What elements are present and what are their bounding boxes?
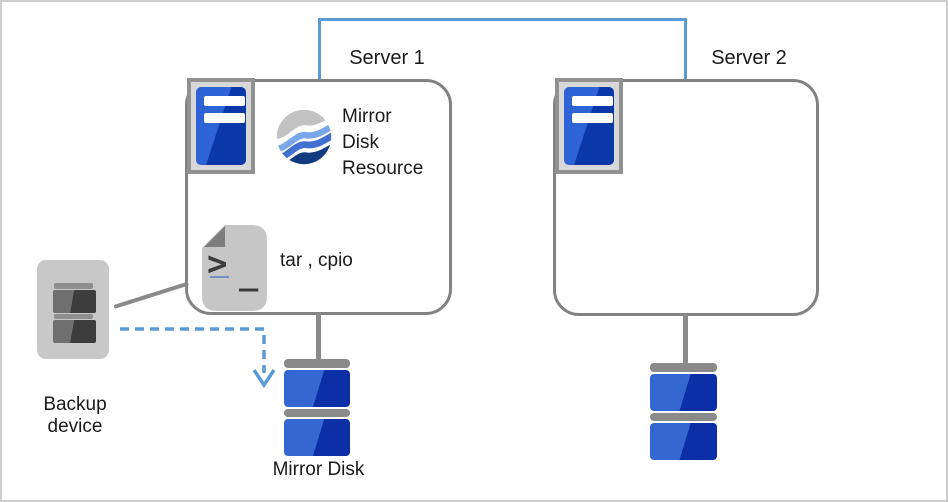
server-drive-bay [204, 96, 245, 106]
server-drive-bay [572, 96, 613, 106]
server2-title: Server 2 [711, 47, 787, 69]
disk-platter [650, 374, 717, 411]
cursor-glyph: _ [239, 254, 259, 292]
disk-cap [284, 409, 350, 417]
disk-platter [650, 423, 717, 460]
disk-cap [650, 363, 717, 372]
backup-to-disk-dashed-arrow [120, 327, 276, 389]
mdr-line2: Disk [342, 132, 379, 153]
mdr-line3: Resource [342, 158, 424, 179]
mirror-disk-label: Mirror Disk [272, 459, 365, 480]
server-tower-body [196, 87, 246, 165]
backup-device-icon [37, 260, 109, 359]
server-tower-body [564, 87, 614, 165]
tar-cpio-label: tar , cpio [280, 250, 353, 271]
server-interconnect-line [318, 18, 687, 79]
server1-title: Server 1 [349, 47, 425, 69]
backup-to-server-line [113, 281, 189, 309]
server2-tower-icon [555, 78, 623, 174]
backup-label-line2: device [47, 416, 103, 437]
mirror-disk1-icon [284, 359, 350, 456]
server-drive-bay [204, 113, 245, 123]
disk-cap [650, 413, 717, 421]
tape-slot [54, 283, 93, 289]
shell-script-icon: > _ [202, 225, 267, 311]
server1-tower-icon [187, 78, 255, 174]
backup-label-line1: Backup [43, 394, 107, 415]
mdr-line1: Mirror [342, 106, 392, 127]
mirror-disk-resource-icon [276, 109, 332, 165]
mirror-disk2-icon [650, 363, 717, 460]
backup-device-label: Backup device [16, 394, 134, 438]
tape-cartridge [53, 320, 96, 343]
prompt-glyph: > [207, 244, 227, 284]
server-drive-bay [572, 113, 613, 123]
mirror-disk-resource-label: Mirror Disk Resource [342, 104, 423, 182]
disk-platter [284, 419, 350, 456]
arrowhead-down-icon [252, 369, 276, 389]
disk-cap [284, 359, 350, 368]
server2-disk-connector [683, 314, 688, 365]
disk-platter [284, 370, 350, 407]
tape-slot [54, 314, 93, 319]
server1-disk-connector [316, 313, 321, 361]
tape-cartridge [53, 290, 96, 313]
